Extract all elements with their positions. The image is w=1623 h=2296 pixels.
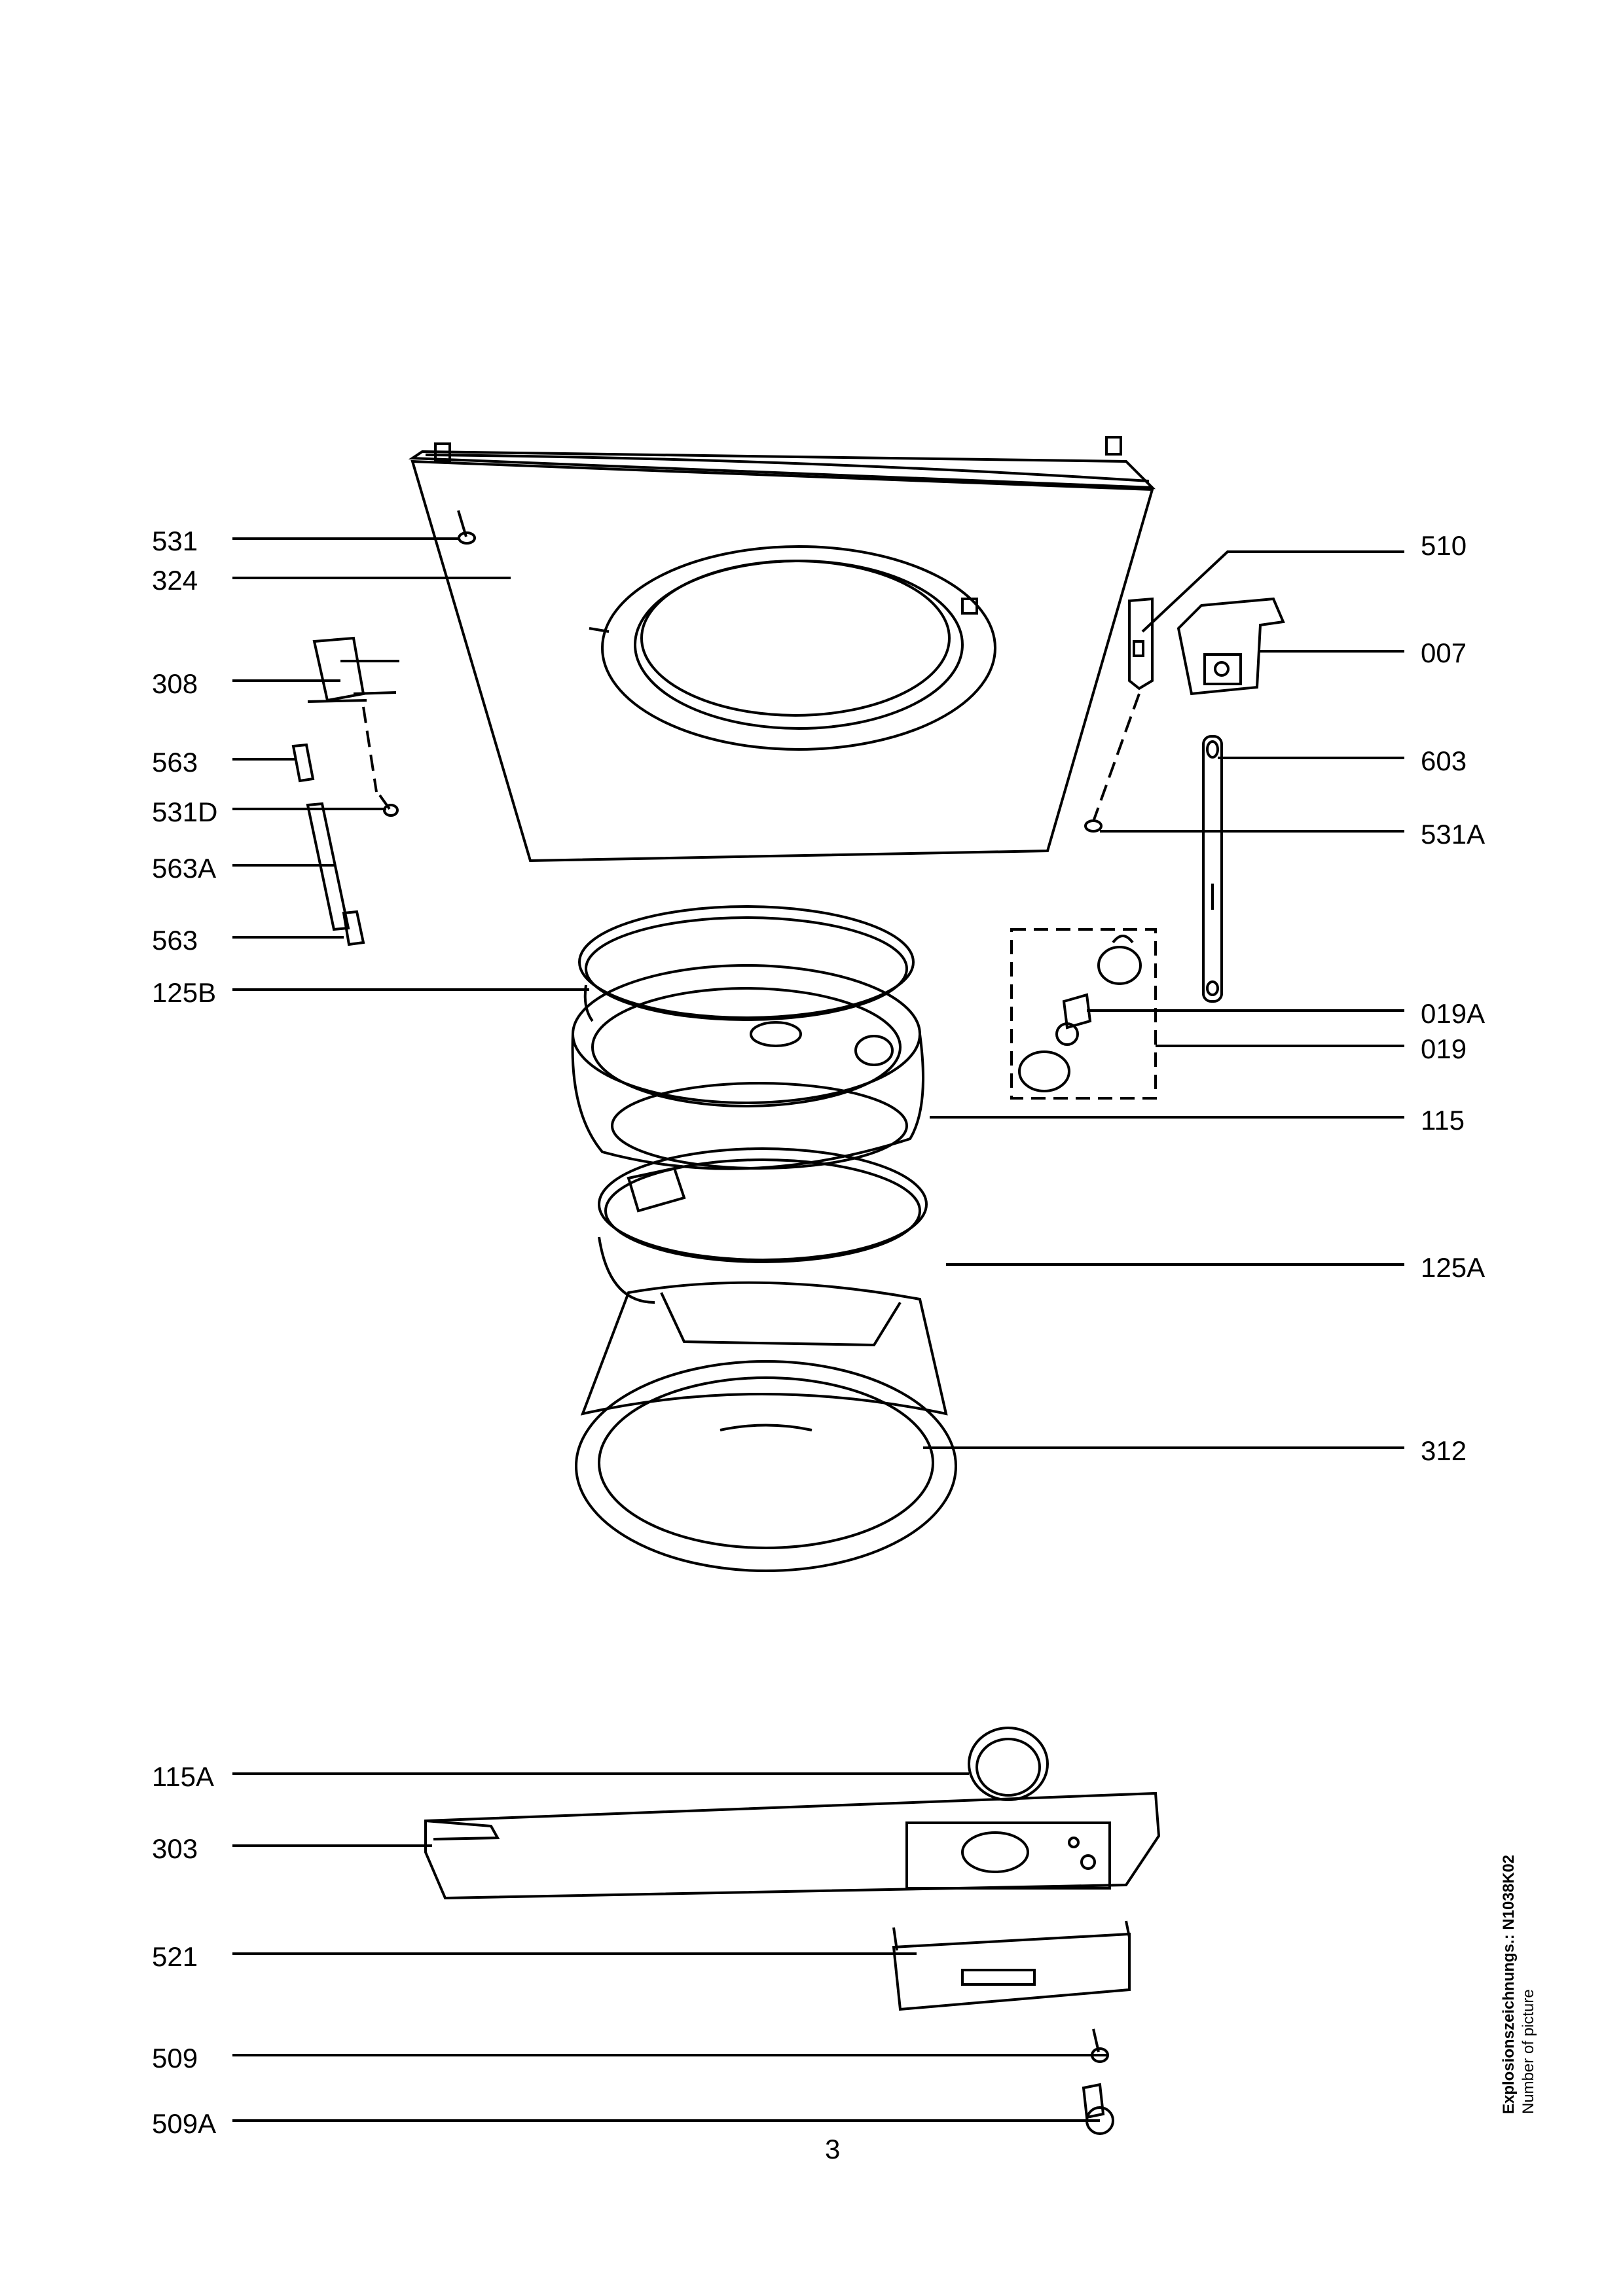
label-125B: 125B <box>152 977 217 1008</box>
label-312: 312 <box>1421 1435 1467 1466</box>
label-531A: 531A <box>1421 819 1486 850</box>
picture-number-line2: Number of picture <box>1520 1989 1537 2114</box>
label-510: 510 <box>1421 530 1467 561</box>
label-125A: 125A <box>1421 1252 1486 1283</box>
screw-509 <box>1091 2028 1109 2063</box>
clamp-ring-125B <box>578 905 915 1022</box>
picture-number-info: Explosionszeichnungs.: N1038K02 Number o… <box>1499 1855 1539 2114</box>
clamp-ring-125A <box>598 1147 928 1304</box>
door-seal-115 <box>571 964 924 1170</box>
label-563-bottom: 563 <box>152 925 198 956</box>
handle-bar <box>1202 735 1223 1003</box>
front-panel <box>408 436 1156 863</box>
label-115A: 115A <box>152 1761 214 1792</box>
label-324: 324 <box>152 565 198 596</box>
label-303: 303 <box>152 1833 198 1864</box>
dispenser-handle-521 <box>892 1920 1131 2011</box>
label-531: 531 <box>152 526 198 556</box>
label-509: 509 <box>152 2043 198 2073</box>
label-563A: 563A <box>152 853 217 884</box>
indicator-lamp-group <box>1010 928 1157 1100</box>
label-603: 603 <box>1421 745 1467 776</box>
label-115: 115 <box>1421 1105 1465 1136</box>
leader-lines <box>232 537 1404 2122</box>
label-521: 521 <box>152 1941 198 1972</box>
door-switch <box>1176 597 1285 696</box>
label-019: 019 <box>1421 1033 1467 1064</box>
picture-number-line1: Explosionszeichnungs.: N1038K02 <box>1500 1854 1518 2114</box>
screw-531 <box>457 510 476 545</box>
knob-ring-115A <box>968 1727 1049 1801</box>
hinge-308 <box>307 636 399 817</box>
label-007: 007 <box>1421 637 1467 668</box>
door-glass-312 <box>575 1281 957 1572</box>
label-308: 308 <box>152 668 198 699</box>
control-panel-303 <box>424 1791 1161 1900</box>
page-number: 3 <box>825 2134 841 2164</box>
door-lock <box>1084 597 1154 833</box>
label-019A: 019A <box>1421 998 1486 1029</box>
label-531D: 531D <box>152 797 218 827</box>
knob-509A <box>1082 2083 1114 2135</box>
leader-510 <box>1141 550 1404 633</box>
hinge-pins <box>291 743 365 946</box>
label-563-top: 563 <box>152 747 198 778</box>
label-509A: 509A <box>152 2108 217 2139</box>
